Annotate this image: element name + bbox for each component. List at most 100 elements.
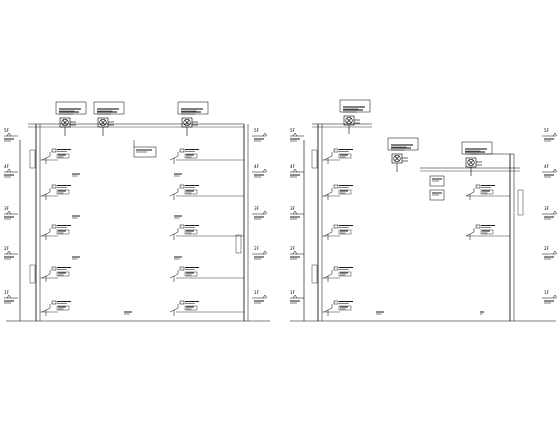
level-elevation [290,216,300,220]
riser-tag-box [29,264,36,284]
level-arrow-icon [292,168,298,173]
floor-level-marker: 4F [290,164,304,178]
level-elevation [254,174,264,178]
riser-tag-box [29,149,36,169]
floor-level-marker: 5F [4,128,18,142]
right-floor-branch [323,184,353,200]
control-box-text [432,192,442,196]
control-box [429,175,445,187]
room-tag [72,256,80,260]
diffuser [51,224,57,229]
branch-size-box [184,189,198,195]
diffuser [51,266,57,271]
diffuser [333,300,339,305]
branch-size-box [184,305,198,311]
branch-size-box [56,229,70,235]
floor-label: 4F [290,164,296,169]
level-arrow-icon [262,168,268,173]
floor-level-marker: 3F [290,206,304,220]
floor-level-marker: 5F [252,128,268,142]
level-arrow-icon [292,210,298,215]
fan-unit [55,101,87,136]
level-elevation [544,216,554,220]
fan-unit-spec-text [465,151,485,155]
level-elevation [4,174,14,178]
floor-label: 2F [4,246,10,251]
branch-size-box [480,189,494,195]
floor-label: 5F [4,128,10,133]
room-tag [124,311,132,315]
fan-unit-spec-text [59,111,79,115]
branch-tag [57,185,71,188]
right-floor-branch [323,224,353,240]
level-arrow-icon [552,168,558,173]
level-elevation [290,300,300,304]
diffuser [333,184,339,189]
branch-size-box [338,271,352,277]
right-floor-branch [323,300,353,316]
floor-label: 1F [254,290,260,295]
level-arrow-icon [6,294,12,299]
floor-level-marker: 4F [252,164,268,178]
branch-size-box [56,189,70,195]
fan-unit-spec-text [391,147,411,151]
branch-size-box [338,153,352,159]
riser-tag-box [311,149,318,169]
floor-level-marker: 3F [542,206,558,220]
level-arrow-icon [552,210,558,215]
diffuser [333,148,339,153]
right-floor-branch-2 [465,224,495,240]
branch-size-text [340,306,348,310]
floor-level-marker: 2F [252,246,268,260]
branch-size-box [480,229,494,235]
diffuser [475,184,481,189]
room-tag [174,215,182,219]
diffuser [475,224,481,229]
branch-size-box [56,271,70,277]
fan-unit-spec-text [343,109,363,113]
level-elevation [290,256,300,260]
room-tag [376,311,384,315]
level-elevation [290,174,300,178]
branch-tag [57,149,71,152]
floor-level-marker: 4F [4,164,18,178]
branch-tag [185,267,199,270]
floor-label: 4F [544,164,550,169]
floor-level-marker: 2F [542,246,558,260]
level-arrow-icon [6,168,12,173]
floor-label: 5F [254,128,260,133]
diffuser [51,300,57,305]
level-arrow-icon [292,250,298,255]
room-tag [72,215,80,219]
branch-size-text [58,190,66,194]
branch-size-text [58,306,66,310]
branch-tag [57,301,71,304]
floor-level-marker: 4F [542,164,558,178]
floor-level-marker: 5F [290,128,304,142]
floor-label: 5F [544,128,550,133]
left-floor-branch-2 [169,148,199,164]
fan-unit-spec-text [59,108,81,112]
fan-icon [393,154,401,163]
floor-label: 4F [254,164,260,169]
fan-icon [345,116,353,125]
branch-size-text [482,230,490,234]
branch-size-text [186,190,194,194]
floor-label: 1F [290,290,296,295]
level-arrow-icon [262,250,268,255]
level-arrow-icon [262,132,268,137]
left-floor-branch-2 [169,300,199,316]
floor-label: 2F [544,246,550,251]
left-floor-branch [41,224,71,240]
floor-label: 1F [544,290,550,295]
fan-unit-spec-text [465,148,487,152]
control-box-text [136,149,152,153]
branch-size-text [186,154,194,158]
diffuser [51,148,57,153]
left-floor-branch [41,184,71,200]
floor-label: 2F [290,246,296,251]
level-arrow-icon [6,132,12,137]
branch-tag [481,225,495,228]
